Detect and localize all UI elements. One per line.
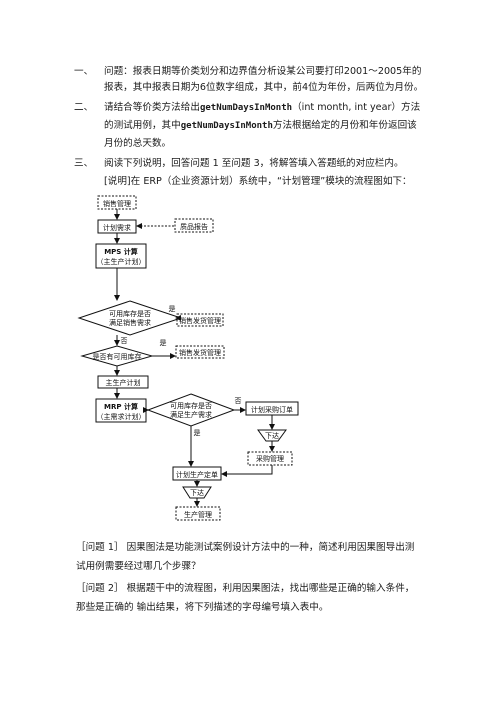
product-report-box — [174, 218, 214, 233]
master-plan-label: 主生产计划 — [106, 378, 141, 387]
issue-shape-2 — [182, 486, 212, 499]
question-1-line-2: 报表，其中报表日期为6位数字组成，其中，前4位为年份，后两位为月份。 — [104, 82, 424, 93]
decision-1-label-a: 可用库存是否 — [109, 309, 151, 318]
problem-2-line-2: 那些是正确的 输出结果，将下列描述的字母编号填入表中。 — [76, 602, 329, 613]
question-2-number: 二、 — [74, 102, 94, 113]
sales-shipment-label-1: 销售发货管理 — [179, 316, 221, 325]
problem-1-line-2: 试用例需要经过哪几个步骤？ — [76, 561, 201, 572]
no-label-1: 否 — [121, 337, 128, 345]
yes-label-1: 是 — [169, 305, 176, 313]
question-1-line-1: 问题：报表日期等价类划分和边界值分析设某公司要打印2001～2005年的 — [104, 66, 422, 77]
mps-box — [95, 243, 147, 269]
sales-shipment-box-2 — [175, 345, 225, 359]
decision-2-label: 是否有可用库存 — [93, 352, 142, 361]
function-name: getNumDaysInMonth — [199, 103, 293, 113]
production-management-box — [175, 506, 221, 521]
mrp-label: MRP 计算 — [104, 402, 138, 411]
decision-3-label-b: 满足生产需求 — [170, 410, 212, 419]
problem-2: ［问题 2］ 根据题干中的流程图，利用因果图法，找出哪些是正确的输入条件， 那些… — [76, 579, 436, 617]
problem-1-line-1: ［问题 1］ 因果图法是功能测试案例设计方法中的一种，简述利用因果图导出测 — [76, 542, 415, 553]
decision-3 — [146, 393, 236, 427]
purchase-management-box — [247, 451, 293, 466]
plan-demand-label: 计划需求 — [103, 223, 131, 232]
mps-sub-label: （主生产计划） — [97, 257, 146, 266]
question-2-line-1: 请结合等价类方法给出getNumDaysInMonth（int month, i… — [104, 102, 421, 113]
product-report-label: 质品报告 — [180, 222, 208, 231]
production-management-label: 生产管理 — [184, 510, 212, 519]
purchase-management-label: 采购管理 — [256, 454, 284, 463]
sales-management-label: 销售管理 — [103, 199, 131, 208]
decision-3-label-a: 可用库存是否 — [170, 401, 212, 410]
master-plan-box — [97, 375, 149, 389]
question-3-number: 三、 — [74, 158, 94, 169]
problem-1: ［问题 1］ 因果图法是功能测试案例设计方法中的一种，简述利用因果图导出测 试用… — [76, 538, 436, 576]
no-label-3: 否 — [235, 397, 242, 405]
question-2-line-2: 的测试用例，其中getNumDaysInMonth方法根据给定的月份和年份返回该 — [104, 120, 417, 131]
question-3-line-1: 阅读下列说明，回答问题 1 至问题 3，将解答填入答题纸的对应栏内。 — [104, 158, 404, 169]
sales-shipment-label-2: 销售发货管理 — [179, 348, 221, 357]
yes-label-3: 是 — [194, 429, 201, 437]
production-order-label: 计划生产定单 — [176, 470, 218, 479]
decision-1 — [77, 300, 183, 336]
yes-label-2: 是 — [160, 339, 167, 347]
question-3-line-2: [说明]在 ERP（企业资源计划）系统中，“计划管理”模块的流程图如下： — [104, 176, 412, 187]
question-1-number: 一、 — [74, 66, 94, 77]
mrp-sub-label: （主需求计划） — [97, 412, 146, 421]
issue-label-2: 下达 — [190, 488, 204, 497]
issue-label-1: 下达 — [265, 431, 279, 440]
question-2-line-3: 月份的总天数。 — [104, 138, 172, 149]
decision-1-label-b: 满足销售需求 — [109, 318, 151, 327]
purchase-order-label: 计划采购订单 — [251, 405, 293, 414]
problem-2-line-1: ［问题 2］ 根据题干中的流程图，利用因果图法，找出哪些是正确的输入条件， — [76, 583, 415, 594]
mps-label: MPS 计算 — [104, 247, 138, 256]
function-name: getNumDaysInMonth — [180, 121, 273, 131]
issue-shape-1 — [257, 429, 287, 442]
